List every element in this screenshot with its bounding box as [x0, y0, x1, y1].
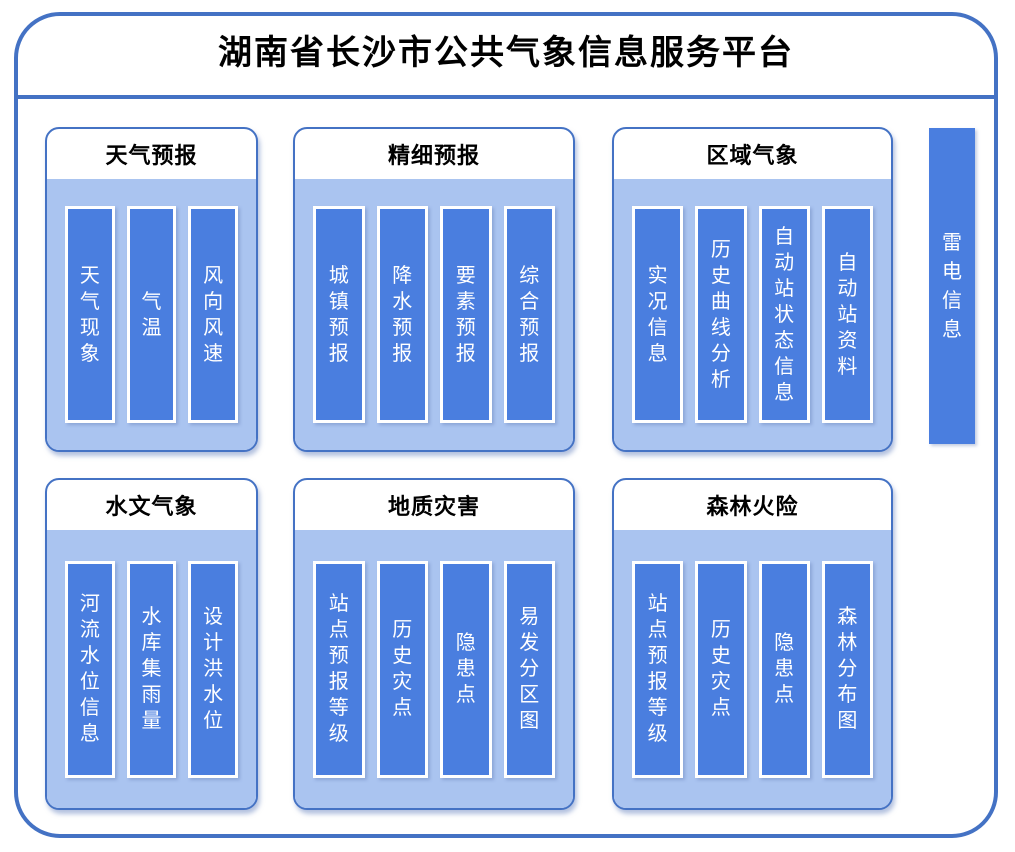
category-body: 天气现象 气温 风向风速 [47, 179, 256, 450]
item-bar: 森林分布图 [821, 560, 873, 778]
category-title: 水文气象 [105, 494, 198, 519]
item-bar: 气温 [126, 206, 177, 423]
item-label: 降水预报 [392, 264, 413, 365]
item-bar: 城镇预报 [313, 206, 365, 423]
item-bar: 水库集雨量 [126, 560, 177, 778]
item-label: 站点预报等级 [647, 593, 668, 745]
item-bar: 站点预报等级 [632, 560, 684, 778]
item-label: 天气现象 [79, 264, 100, 365]
item-label: 历史曲线分析 [710, 238, 731, 391]
item-label: 实况信息 [647, 264, 668, 365]
category-box-hydro-meteorology: 水文气象 河流水位信息 水库集雨量 设计洪水位 [45, 478, 258, 810]
category-body: 站点预报等级 历史灾点 隐患点 易发分区图 [295, 530, 573, 808]
item-bar: 天气现象 [65, 206, 115, 423]
item-bar: 隐患点 [758, 560, 810, 778]
item-label: 气温 [141, 290, 162, 339]
page-title: 湖南省长沙市公共气象信息服务平台 [218, 34, 794, 72]
category-title: 森林火险 [706, 494, 799, 519]
item-label: 历史灾点 [392, 619, 413, 719]
category-body: 城镇预报 降水预报 要素预报 综合预报 [295, 179, 573, 450]
item-bar: 自动站状态信息 [758, 206, 810, 423]
item-label: 易发分区图 [519, 606, 540, 732]
item-label: 水库集雨量 [141, 606, 162, 732]
category-box-forest-fire-risk: 森林火险 站点预报等级 历史灾点 隐患点 森林分布图 [612, 478, 893, 810]
item-bar: 历史灾点 [695, 560, 747, 778]
item-label: 森林分布图 [837, 606, 858, 732]
item-label: 设计洪水位 [203, 606, 224, 732]
item-bar: 河流水位信息 [65, 560, 115, 778]
category-body: 实况信息 历史曲线分析 自动站状态信息 自动站资料 [614, 179, 891, 450]
category-box-fine-forecast: 精细预报 城镇预报 降水预报 要素预报 综合预报 [293, 127, 575, 452]
item-bar: 实况信息 [632, 206, 684, 423]
title-divider-line [16, 95, 996, 99]
item-label: 站点预报等级 [328, 593, 349, 745]
item-label: 自动站状态信息 [774, 225, 795, 404]
category-box-regional-meteorology: 区域气象 实况信息 历史曲线分析 自动站状态信息 自动站资料 [612, 127, 893, 452]
item-label: 自动站资料 [837, 251, 858, 378]
category-title: 区域气象 [706, 143, 799, 168]
lightning-info-bar: 雷电信息 [929, 128, 975, 444]
lightning-info-label: 雷电信息 [942, 231, 962, 341]
category-title: 地质灾害 [387, 494, 480, 519]
category-box-geological-disaster: 地质灾害 站点预报等级 历史灾点 隐患点 易发分区图 [293, 478, 575, 810]
item-bar: 历史曲线分析 [695, 206, 747, 423]
item-bar: 站点预报等级 [313, 560, 365, 778]
item-bar: 降水预报 [376, 206, 428, 423]
item-label: 城镇预报 [328, 264, 349, 365]
category-body: 站点预报等级 历史灾点 隐患点 森林分布图 [614, 530, 891, 808]
item-bar: 设计洪水位 [188, 560, 239, 778]
category-body: 河流水位信息 水库集雨量 设计洪水位 [47, 530, 256, 808]
item-bar: 易发分区图 [503, 560, 555, 778]
category-title: 天气预报 [105, 143, 198, 168]
item-label: 河流水位信息 [79, 593, 100, 745]
item-bar: 自动站资料 [821, 206, 873, 423]
item-bar: 历史灾点 [376, 560, 428, 778]
category-box-weather-forecast: 天气预报 天气现象 气温 风向风速 [45, 127, 258, 452]
category-title: 精细预报 [387, 143, 480, 168]
item-bar: 要素预报 [440, 206, 492, 423]
item-bar: 风向风速 [188, 206, 239, 423]
item-label: 隐患点 [455, 632, 476, 706]
item-label: 隐患点 [774, 632, 795, 706]
item-label: 历史灾点 [710, 619, 731, 719]
item-bar: 综合预报 [503, 206, 555, 423]
item-bar: 隐患点 [440, 560, 492, 778]
item-label: 综合预报 [519, 264, 540, 365]
item-label: 要素预报 [455, 264, 476, 365]
item-label: 风向风速 [203, 264, 224, 365]
